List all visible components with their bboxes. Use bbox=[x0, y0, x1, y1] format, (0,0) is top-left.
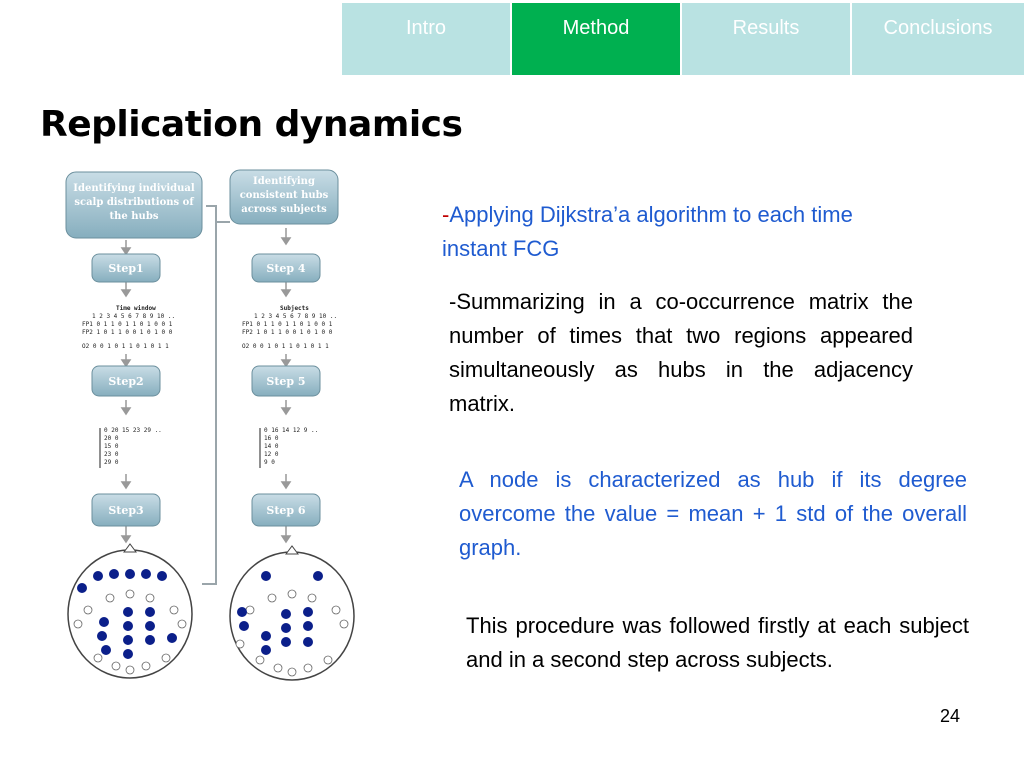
svg-text:FP2 1 0 1 1 0 0 1 0 1 0 0: FP2 1 0 1 1 0 0 1 0 1 0 0 bbox=[242, 329, 333, 336]
scalp-map-left bbox=[67, 543, 193, 679]
step1-box: Step1 bbox=[91, 253, 161, 283]
tab-results[interactable]: Results bbox=[682, 3, 852, 75]
svg-text:Step 6: Step 6 bbox=[266, 504, 306, 517]
step3-box: Step3 bbox=[91, 493, 161, 527]
svg-text:9 0: 9 0 bbox=[264, 459, 275, 466]
right-header-box: Identifying consistent hubs across subje… bbox=[229, 169, 339, 225]
binary-table-right: Subjects 1 2 3 4 5 6 7 8 9 10 .. FP1 0 1… bbox=[242, 305, 337, 350]
binary-table-left: Time window 1 2 3 4 5 6 7 8 9 10 .. FP1 … bbox=[82, 305, 175, 350]
bullet-co-occurrence: -Summarizing in a co-occurrence matrix t… bbox=[449, 289, 913, 416]
tab-intro[interactable]: Intro bbox=[342, 3, 512, 75]
svg-text:Step3: Step3 bbox=[108, 504, 143, 517]
svg-text:0 20 15 23 29 ..: 0 20 15 23 29 .. bbox=[104, 427, 162, 434]
left-arrows bbox=[120, 240, 132, 544]
svg-text:Time window: Time window bbox=[116, 305, 156, 312]
slide-title: Replication dynamics bbox=[40, 104, 463, 145]
right-arrows bbox=[280, 228, 292, 544]
svg-text:consistent hubs: consistent hubs bbox=[240, 190, 329, 201]
left-header-box: Identifying individual scalp distributio… bbox=[65, 171, 203, 239]
svg-text:14 0: 14 0 bbox=[264, 443, 279, 450]
svg-text:1 2 3 4 5 6 7 8 9 10 ..: 1 2 3 4 5 6 7 8 9 10 .. bbox=[92, 313, 175, 320]
svg-text:O2 0 0 1 0 1 1 0 1 0 1 1: O2 0 0 1 0 1 1 0 1 0 1 1 bbox=[82, 343, 169, 350]
method-flow-diagram: Identifying individual scalp distributio… bbox=[58, 166, 364, 684]
svg-text:0 16 14 12 9 ..: 0 16 14 12 9 .. bbox=[264, 427, 318, 434]
svg-text:Identifying individual: Identifying individual bbox=[73, 183, 195, 194]
scalp-map-right bbox=[229, 545, 355, 681]
svg-text:16 0: 16 0 bbox=[264, 435, 279, 442]
step4-box: Step 4 bbox=[251, 253, 321, 283]
bullet-dash: - bbox=[442, 202, 450, 227]
svg-text:29 0: 29 0 bbox=[104, 459, 119, 466]
tab-conclusions[interactable]: Conclusions bbox=[852, 3, 1024, 75]
connector-line bbox=[202, 205, 217, 585]
svg-text:15 0: 15 0 bbox=[104, 443, 119, 450]
tab-method[interactable]: Method bbox=[512, 3, 682, 75]
svg-text:Step2: Step2 bbox=[108, 375, 143, 388]
step6-box: Step 6 bbox=[251, 493, 321, 527]
svg-text:Subjects: Subjects bbox=[280, 305, 309, 312]
svg-text:across subjects: across subjects bbox=[241, 204, 327, 215]
step5-box: Step 5 bbox=[251, 365, 321, 397]
svg-text:23 0: 23 0 bbox=[104, 451, 119, 458]
svg-text:FP1 0 1 1 0 1 1 0 1 0 0 1: FP1 0 1 1 0 1 1 0 1 0 0 1 bbox=[242, 321, 333, 328]
step2-box: Step2 bbox=[91, 365, 161, 397]
section-nav: Intro Method Results Conclusions bbox=[342, 3, 1024, 75]
svg-text:scalp distributions of: scalp distributions of bbox=[74, 197, 194, 208]
bullet-procedure: This procedure was followed firstly at e… bbox=[466, 613, 969, 672]
svg-text:Identifying: Identifying bbox=[253, 176, 315, 187]
svg-text:the hubs: the hubs bbox=[110, 211, 159, 222]
svg-text:1 2 3 4 5 6 7 8 9 10 ..: 1 2 3 4 5 6 7 8 9 10 .. bbox=[254, 313, 337, 320]
svg-text:O2 0 0 1 0 1 1 0 1 0 1 1: O2 0 0 1 0 1 1 0 1 0 1 1 bbox=[242, 343, 329, 350]
bullet-dijkstra-text: Applying Dijkstra’a algorithm to each ti… bbox=[442, 202, 853, 261]
matrix-right: 0 16 14 12 9 .. 16 0 14 0 12 0 9 0 bbox=[259, 427, 318, 468]
bullet-hub-definition: A node is characterized as hub if its de… bbox=[459, 467, 967, 560]
page-number: 24 bbox=[940, 706, 961, 726]
matrix-left: 0 20 15 23 29 .. 20 0 15 0 23 0 29 0 bbox=[99, 427, 162, 468]
svg-text:Step 5: Step 5 bbox=[266, 375, 305, 388]
bullet-dijkstra: -Applying Dijkstra’a algorithm to each t… bbox=[442, 198, 922, 266]
svg-text:FP1 0 1 1 0 1 1 0 1 0 0 1: FP1 0 1 1 0 1 1 0 1 0 0 1 bbox=[82, 321, 173, 328]
svg-text:Step1: Step1 bbox=[108, 262, 143, 275]
svg-text:FP2 1 0 1 1 0 0 1 0 1 0 0: FP2 1 0 1 1 0 0 1 0 1 0 0 bbox=[82, 329, 173, 336]
svg-text:12 0: 12 0 bbox=[264, 451, 279, 458]
svg-text:20 0: 20 0 bbox=[104, 435, 119, 442]
svg-text:Step 4: Step 4 bbox=[266, 262, 306, 275]
